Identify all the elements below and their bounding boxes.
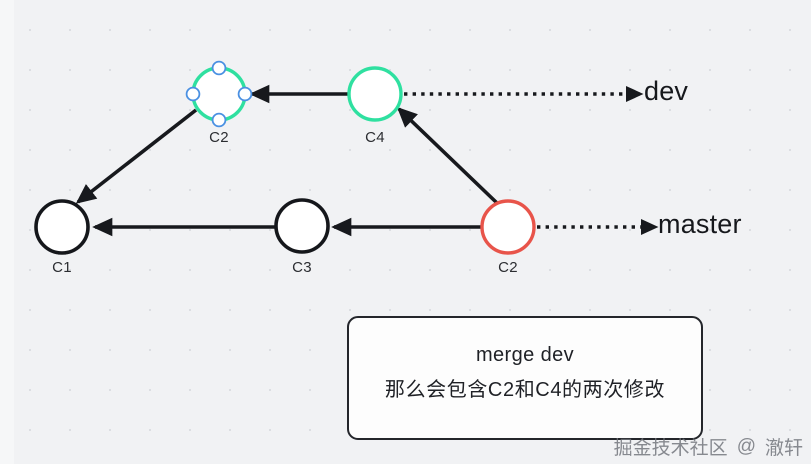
node-c3-master[interactable] (274, 198, 330, 254)
watermark-separator: @ (736, 435, 756, 457)
selection-handles (185, 60, 253, 128)
node-label-c2-master: C2 (498, 259, 518, 276)
selection-handle-right[interactable] (237, 86, 253, 102)
node-c2-master[interactable] (480, 199, 536, 255)
branch-label-dev[interactable]: dev (644, 76, 689, 106)
watermark-author: 澈轩 (764, 438, 803, 459)
selection-handle-bottom[interactable] (211, 112, 227, 128)
selection-handle-top[interactable] (211, 60, 227, 76)
node-label-c3-master: C3 (292, 259, 312, 276)
note-box[interactable] (347, 316, 703, 440)
edge-c2master-to-c4[interactable] (396, 107, 499, 205)
note-text: merge dev 那么会包含C2和C4的两次修改 (347, 344, 703, 402)
selection-handle-left[interactable] (185, 86, 201, 102)
watermark: 掘金技术社区 @ 澈轩 (614, 433, 803, 460)
note-line-description: 那么会包含C2和C4的两次修改 (384, 379, 666, 401)
branch-label-master[interactable]: master (658, 209, 742, 239)
node-c1-master[interactable] (34, 199, 90, 255)
node-c4-dev[interactable] (347, 66, 403, 122)
node-label-c4-dev: C4 (365, 129, 385, 146)
node-label-c2-dev: C2 (209, 129, 229, 146)
edge-c2dev-to-c1[interactable] (75, 108, 198, 204)
node-label-c1-master: C1 (52, 259, 72, 276)
node-c2-dev[interactable] (191, 66, 247, 122)
watermark-site: 掘金技术社区 (613, 438, 728, 459)
edges-layer (75, 84, 659, 237)
note-line-merge-dev: merge dev (475, 344, 575, 366)
